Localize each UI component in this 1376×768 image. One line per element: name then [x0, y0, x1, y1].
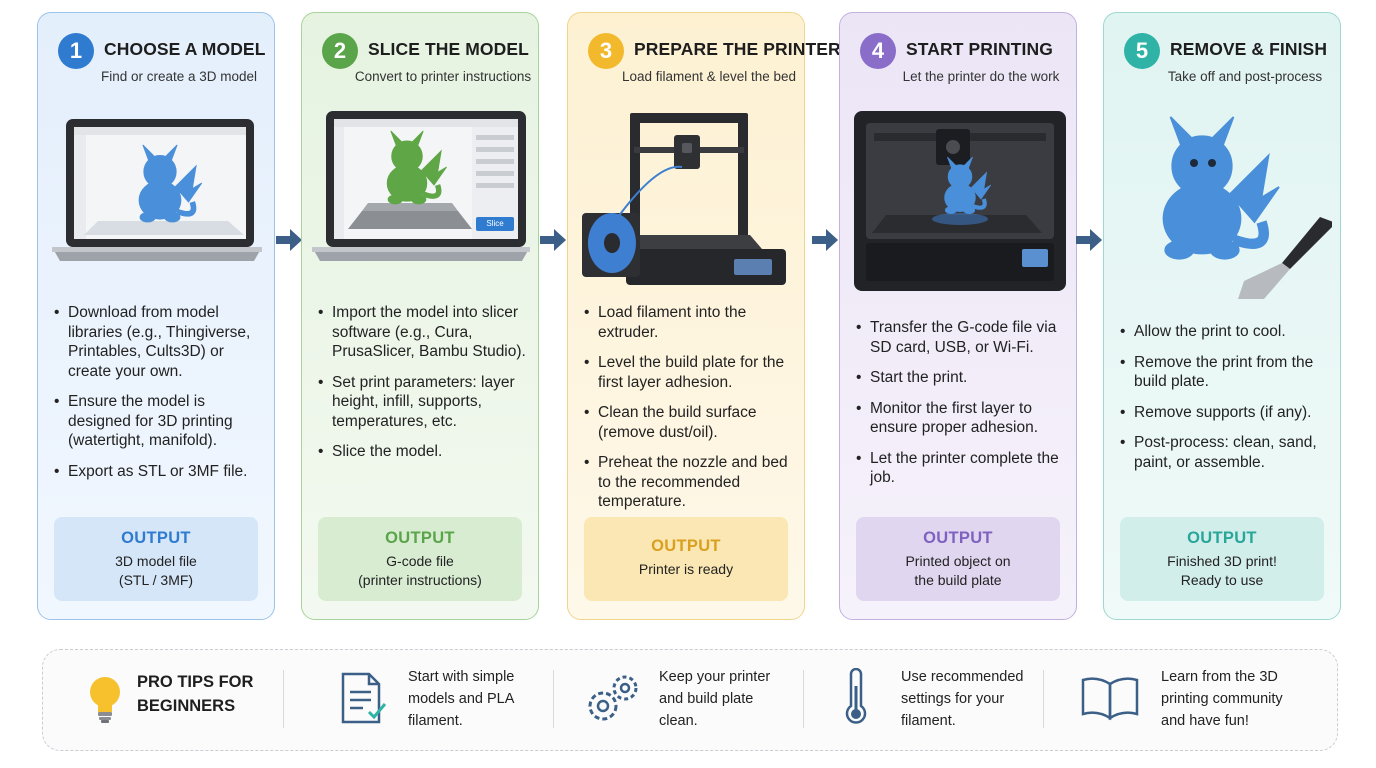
bullet-item: Ensure the model is designed for 3D prin…	[54, 392, 266, 451]
step-number-badge: 1	[58, 33, 94, 69]
step-subtitle: Find or create a 3D model	[100, 69, 258, 84]
laptop-model-illustration	[48, 103, 264, 293]
step-number-badge: 5	[1124, 33, 1160, 69]
tip-text: Keep your printer and build plate clean.	[659, 669, 771, 729]
step-subtitle: Let the printer do the work	[902, 69, 1060, 84]
step-title: REMOVE & FINISH	[1170, 39, 1328, 59]
step-number-badge: 2	[322, 33, 358, 69]
step-4-card: 4 START PRINTING Let the printer do the …	[839, 12, 1077, 620]
divider	[803, 670, 804, 728]
arrow-right-icon	[276, 229, 302, 251]
bullet-item: Slice the model.	[318, 442, 530, 462]
arrow-right-icon	[540, 229, 566, 251]
tip-text: Use recommended settings for your filame…	[901, 669, 1024, 729]
step-bullets: Transfer the G-code file via SD card, US…	[856, 318, 1068, 499]
book-icon	[1081, 677, 1139, 721]
step-bullets: Import the model into slicer software (e…	[318, 303, 530, 473]
lightbulb-icon	[90, 677, 120, 723]
finished-print-illustration	[1114, 103, 1336, 299]
tips-title: PRO TIPS FOR BEGINNERS	[137, 673, 254, 715]
gears-icon	[588, 675, 638, 721]
bullet-item: Load filament into the extruder.	[584, 303, 796, 342]
step-title: SLICE THE MODEL	[368, 39, 529, 59]
divider	[283, 670, 284, 728]
bullet-item: Let the printer complete the job.	[856, 449, 1068, 488]
output-text: Printed object on the build plate	[905, 553, 1011, 588]
output-text: G-code file (printer instructions)	[358, 553, 482, 588]
bullet-item: Transfer the G-code file via SD card, US…	[856, 318, 1068, 357]
output-label: OUTPUT	[923, 529, 993, 547]
bullet-item: Set print parameters: layer height, infi…	[318, 373, 530, 432]
step-number-badge: 4	[860, 33, 896, 69]
bullet-item: Monitor the first layer to ensure proper…	[856, 399, 1068, 438]
bullet-item: Remove supports (if any).	[1120, 403, 1332, 423]
output-text: Finished 3D print! Ready to use	[1167, 553, 1277, 588]
divider	[1043, 670, 1044, 728]
step-title: CHOOSE A MODEL	[104, 39, 266, 59]
output-label: OUTPUT	[1187, 529, 1257, 547]
thermometer-icon	[845, 668, 867, 724]
bullet-item: Remove the print from the build plate.	[1120, 353, 1332, 392]
bullet-item: Level the build plate for the first laye…	[584, 353, 796, 392]
bullet-item: Export as STL or 3MF file.	[54, 462, 266, 482]
bullet-item: Clean the build surface (remove dust/oil…	[584, 403, 796, 442]
bullet-item: Preheat the nozzle and bed to the recomm…	[584, 453, 796, 512]
step-number-badge: 3	[588, 33, 624, 69]
step-bullets: Download from model libraries (e.g., Thi…	[54, 303, 266, 492]
arrow-right-icon	[812, 229, 838, 251]
step-subtitle: Load filament & level the bed	[621, 69, 797, 84]
output-box: OUTPUT Printer is ready	[584, 517, 788, 601]
step-5-card: 5 REMOVE & FINISH Take off and post-proc…	[1103, 12, 1341, 620]
output-box: OUTPUT G-code file (printer instructions…	[318, 517, 522, 601]
checklist-icon	[341, 672, 387, 724]
step-title: START PRINTING	[906, 39, 1053, 59]
output-box: OUTPUT 3D model file (STL / 3MF)	[54, 517, 258, 601]
step-subtitle: Convert to printer instructions	[354, 69, 532, 84]
step-1-card: 1 CHOOSE A MODEL Find or create a 3D mod…	[37, 12, 275, 620]
divider	[553, 670, 554, 728]
tip-text: Learn from the 3D printing community and…	[1161, 669, 1283, 729]
pro-tips-panel: PRO TIPS FOR BEGINNERS Start with simple…	[42, 649, 1338, 751]
output-box: OUTPUT Finished 3D print! Ready to use	[1120, 517, 1324, 601]
printer-filament-illustration	[578, 103, 794, 293]
bullet-item: Download from model libraries (e.g., Thi…	[54, 303, 266, 381]
bullet-item: Import the model into slicer software (e…	[318, 303, 530, 362]
tip-text: Start with simple models and PLA filamen…	[408, 669, 515, 729]
slice-button[interactable]: Slice	[486, 219, 504, 228]
step-bullets: Allow the print to cool. Remove the prin…	[1120, 322, 1332, 483]
output-text: Printer is ready	[638, 561, 734, 577]
output-box: OUTPUT Printed object on the build plate	[856, 517, 1060, 601]
step-title: PREPARE THE PRINTER	[634, 39, 841, 59]
arrow-right-icon	[1076, 229, 1102, 251]
bullet-item: Allow the print to cool.	[1120, 322, 1332, 342]
step-bullets: Load filament into the extruder. Level t…	[584, 303, 796, 523]
output-label: OUTPUT	[121, 529, 191, 547]
output-text: 3D model file (STL / 3MF)	[115, 553, 197, 588]
printer-printing-illustration	[850, 103, 1066, 293]
bullet-item: Post-process: clean, sand, paint, or ass…	[1120, 433, 1332, 472]
laptop-slicer-illustration: Slice	[312, 103, 530, 293]
output-label: OUTPUT	[651, 537, 721, 555]
step-2-card: 2 SLICE THE MODEL Convert to printer ins…	[301, 12, 539, 620]
step-3-card: 3 PREPARE THE PRINTER Load filament & le…	[567, 12, 841, 620]
step-subtitle: Take off and post-process	[1167, 69, 1323, 84]
output-label: OUTPUT	[385, 529, 455, 547]
bullet-item: Start the print.	[856, 368, 1068, 388]
